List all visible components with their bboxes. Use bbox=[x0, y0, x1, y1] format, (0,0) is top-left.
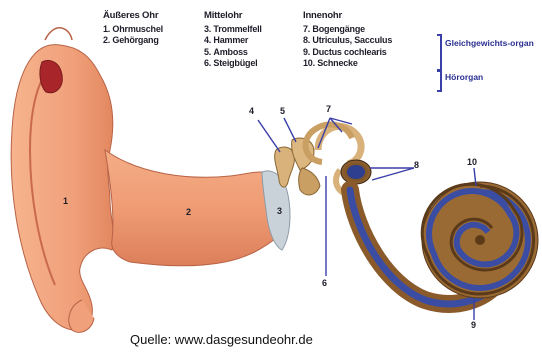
callout-6: 6 bbox=[322, 278, 327, 288]
legend-item: 10. Schnecke bbox=[303, 58, 392, 70]
auricle-shape bbox=[11, 45, 114, 331]
callout-2: 2 bbox=[186, 207, 191, 217]
balance-organ-label: Gleichgewichts-organ bbox=[445, 38, 541, 48]
utriculus-shape bbox=[347, 165, 365, 179]
legend-item: 4. Hammer bbox=[204, 35, 262, 47]
legend-item: 2. Gehörgang bbox=[103, 35, 163, 47]
legend-item-number: 9. bbox=[303, 47, 310, 59]
legend-item-number: 2. bbox=[103, 35, 110, 47]
legend-item-label: Utriculus, Sacculus bbox=[312, 35, 392, 47]
ear-canal-shape bbox=[105, 150, 280, 266]
legend-item-label: Schnecke bbox=[317, 58, 357, 70]
hearing-organ-label: Hörorgan bbox=[445, 72, 483, 82]
legend-middle-ear-heading: Mittelohr bbox=[204, 10, 262, 22]
callout-3: 3 bbox=[277, 206, 282, 216]
legend-item-label: Ductus cochlearis bbox=[312, 47, 386, 59]
callout-5: 5 bbox=[280, 106, 285, 116]
legend-item-number: 5. bbox=[204, 47, 211, 59]
callout-4: 4 bbox=[249, 106, 254, 116]
legend-item-label: Hammer bbox=[213, 35, 248, 47]
callout-9: 9 bbox=[471, 320, 476, 330]
legend-item: 9. Ductus cochlearis bbox=[303, 47, 392, 59]
legend-middle-ear: Mittelohr 3. Trommelfell 4. Hammer 5. Am… bbox=[204, 10, 262, 70]
legend-item-number: 8. bbox=[303, 35, 310, 47]
callout-7: 7 bbox=[326, 104, 331, 114]
callout-8: 8 bbox=[414, 160, 419, 170]
legend-item-number: 10. bbox=[303, 58, 315, 70]
legend-item-number: 6. bbox=[204, 58, 211, 70]
legend-item-label: Amboss bbox=[213, 47, 247, 59]
legend-item-label: Steigbügel bbox=[213, 58, 257, 70]
legend-item: 3. Trommelfell bbox=[204, 24, 262, 36]
legend-item-label: Trommelfell bbox=[213, 24, 261, 36]
legend-item-label: Gehörgang bbox=[112, 35, 158, 47]
legend-item-number: 4. bbox=[204, 35, 211, 47]
legend-item-number: 3. bbox=[204, 24, 211, 36]
stirrup-shape bbox=[299, 168, 320, 195]
hearing-bracket bbox=[437, 69, 442, 92]
legend-inner-ear: Innenohr 7. Bogengänge 8. Utriculus, Sac… bbox=[303, 10, 392, 70]
legend-inner-ear-heading: Innenohr bbox=[303, 10, 392, 22]
legend-item-label: Bogengänge bbox=[312, 24, 365, 36]
legend-item-number: 7. bbox=[303, 24, 310, 36]
legend-item: 5. Amboss bbox=[204, 47, 262, 59]
balance-bracket bbox=[437, 34, 442, 72]
legend-item-number: 1. bbox=[103, 24, 110, 36]
cochlea bbox=[422, 182, 538, 298]
callout-10: 10 bbox=[467, 157, 477, 167]
legend-item-label: Ohrmuschel bbox=[112, 24, 163, 36]
legend-item: 1. Ohrmuschel bbox=[103, 24, 163, 36]
legend-outer-ear-heading: Äußeres Ohr bbox=[103, 10, 163, 22]
source-credit: Quelle: www.dasgesundeohr.de bbox=[130, 332, 313, 347]
helix-top bbox=[45, 28, 72, 40]
legend-item: 7. Bogengänge bbox=[303, 24, 392, 36]
legend-item: 6. Steigbügel bbox=[204, 58, 262, 70]
legend-item: 8. Utriculus, Sacculus bbox=[303, 35, 392, 47]
callout-1: 1 bbox=[63, 196, 68, 206]
legend-outer-ear: Äußeres Ohr 1. Ohrmuschel 2. Gehörgang bbox=[103, 10, 163, 47]
